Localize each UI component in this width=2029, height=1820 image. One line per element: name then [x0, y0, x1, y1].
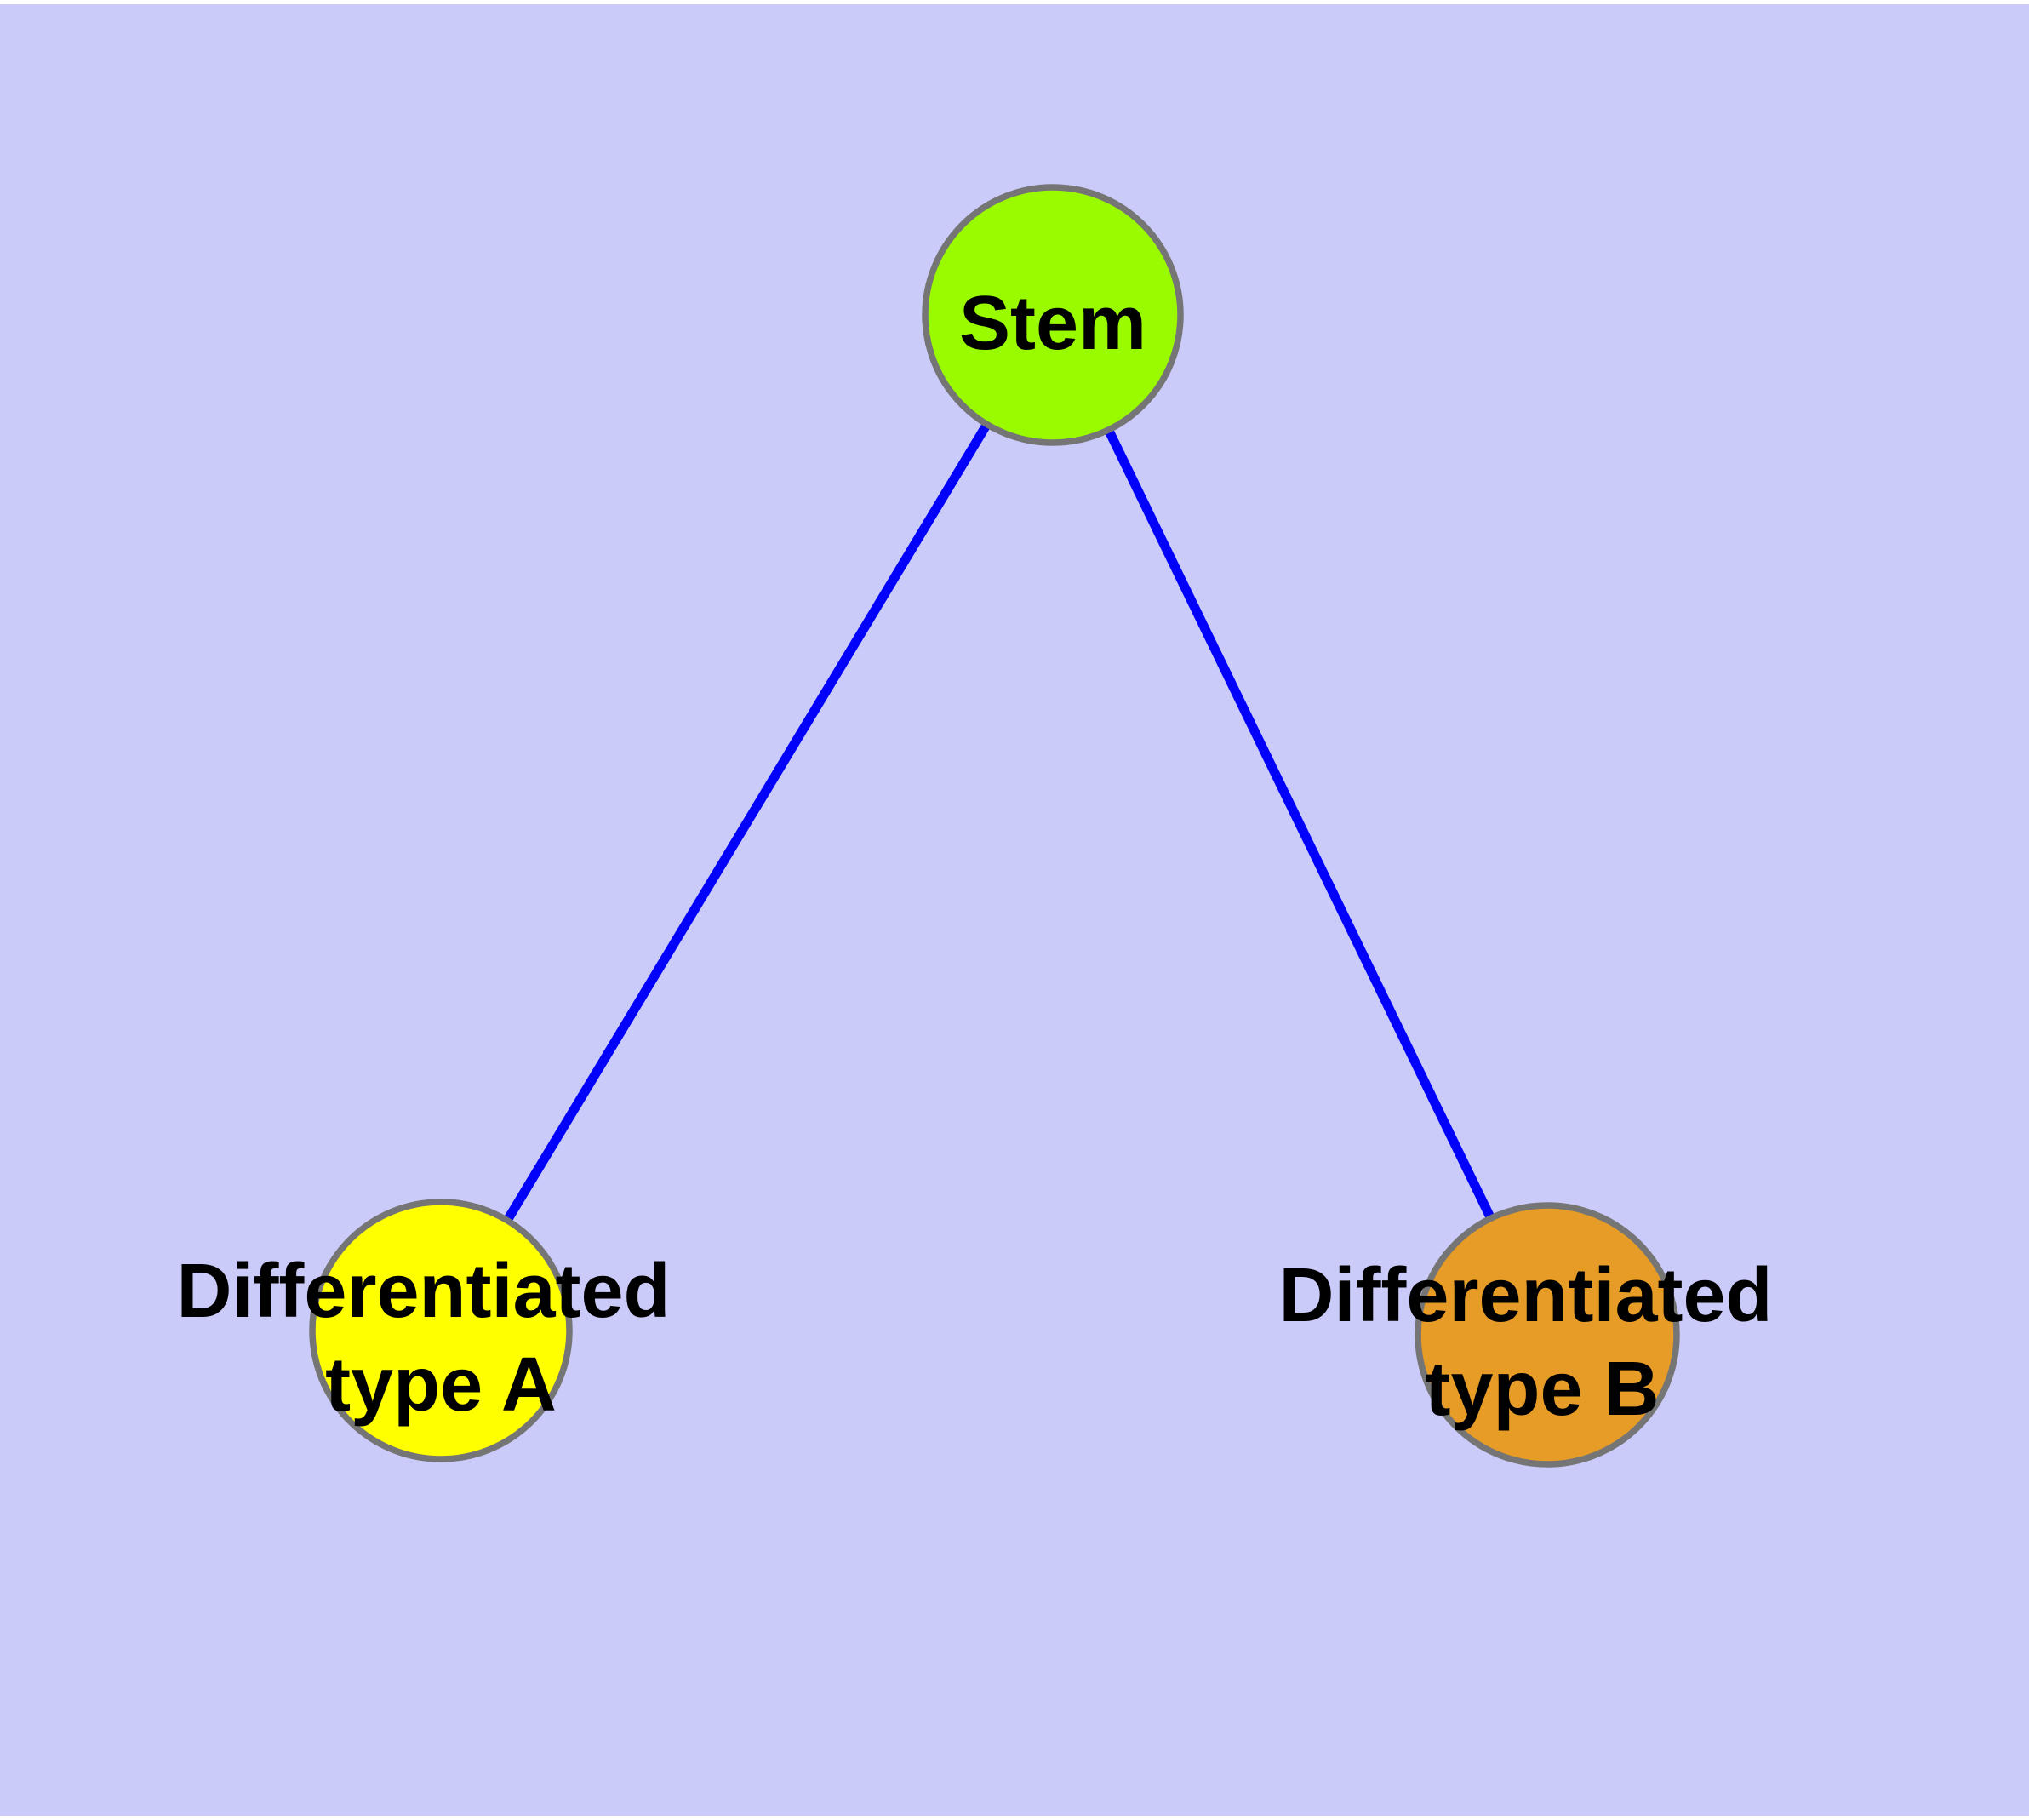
- node-differentiated-type-a: [309, 1199, 573, 1462]
- node-differentiated-type-b: [1415, 1202, 1680, 1468]
- node-differentiated-type-b-label: Differentiated type B: [1278, 1253, 1793, 1432]
- node-stem: [922, 184, 1184, 446]
- edge-stem-to-diff-a: [437, 312, 1057, 1333]
- edge-stem-to-diff-b: [1049, 312, 1552, 1337]
- node-stem-label-line1: Stem: [959, 281, 1146, 366]
- node-differentiated-type-b-label-line2: type B: [1425, 1347, 1659, 1432]
- node-differentiated-type-b-label-line1: Differentiated: [1278, 1253, 1772, 1338]
- node-differentiated-type-a-label: Differentiated type A: [176, 1249, 691, 1428]
- node-stem-label: Stem: [959, 281, 1146, 366]
- node-differentiated-type-a-label-line2: type A: [325, 1342, 557, 1428]
- node-differentiated-type-a-label-line1: Differentiated: [176, 1249, 670, 1334]
